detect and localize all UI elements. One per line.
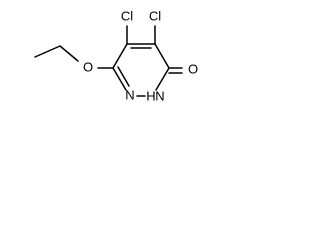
pyridazinone-structure: Cl Cl O O N N H bbox=[34, 8, 198, 103]
bond-o-ch2 bbox=[59, 45, 79, 62]
bond-c5-c6 bbox=[112, 43, 128, 69]
atom-oxygen-carbonyl: O bbox=[188, 61, 198, 76]
atom-chlorine-left: Cl bbox=[121, 8, 133, 23]
bond-c3-c4 bbox=[154, 43, 170, 69]
bonds bbox=[34, 25, 183, 97]
bond-n2-c3 bbox=[155, 67, 170, 91]
atom-hydrogen-nh: H bbox=[146, 88, 155, 103]
bond-c6-n1-double bbox=[117, 66, 130, 87]
atom-nitrogen-nh: N bbox=[155, 88, 164, 103]
atom-nitrogen-ring: N bbox=[125, 87, 134, 102]
atom-oxygen-ether: O bbox=[83, 59, 93, 74]
bond-c6-n1 bbox=[112, 67, 127, 91]
atom-labels: Cl Cl O O N N H bbox=[83, 8, 198, 103]
bond-ch2-ch3 bbox=[34, 45, 61, 58]
atom-chlorine-right: Cl bbox=[149, 8, 161, 23]
